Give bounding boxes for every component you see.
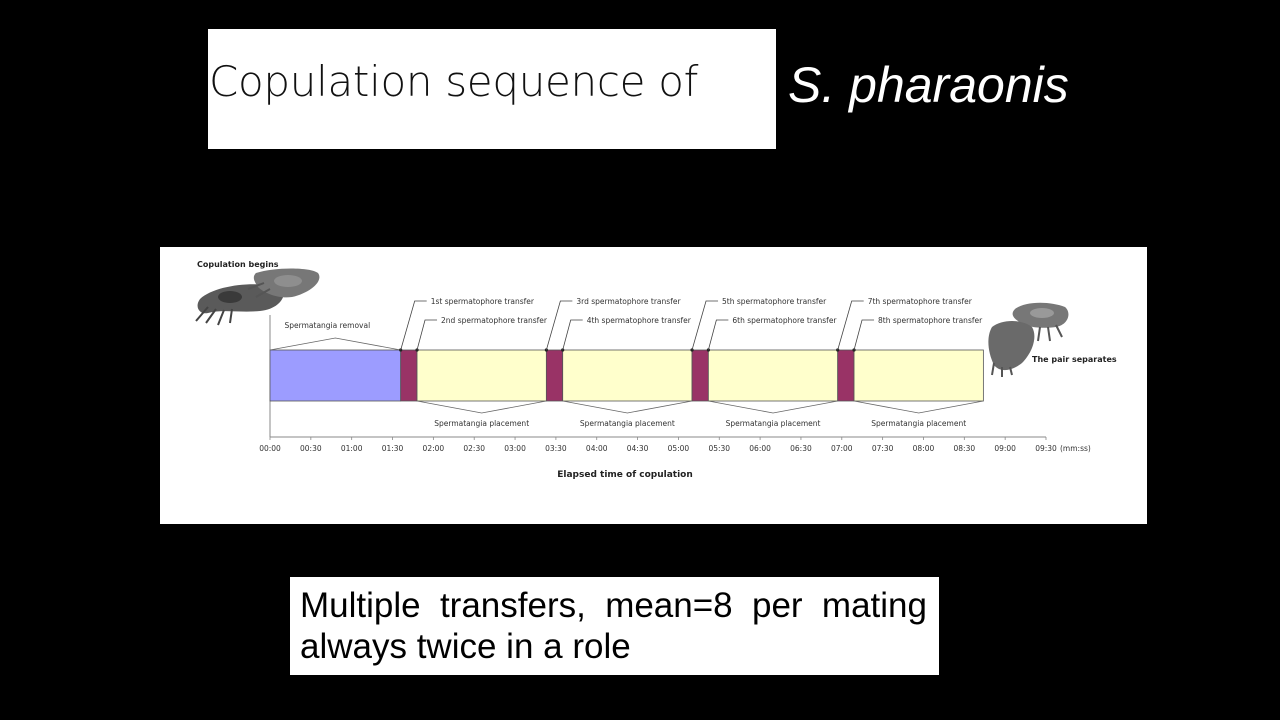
placement-segment-4 [562,349,693,402]
transfer-leader-5 [691,300,719,351]
transfer-segment-3 [545,349,564,402]
note-box: Multiple transfers, mean=8 per mating al… [290,577,939,675]
x-tick-label-13: 06:30 [790,444,812,453]
placement-bracket-1 [562,400,693,414]
x-tick-label-2: 01:00 [341,444,363,453]
axis-unit-label: (mm:ss) [1060,444,1091,453]
ticks-layer: 00:00 00:30 01:00 01:30 02:00 02:30 03:00 03:30… [259,437,1057,453]
transfers-layer: 1st spermatophore transfer 2nd spermatoph… [399,297,983,352]
note-line-1: Multiple transfers, mean=8 per mating [300,586,927,625]
pair-separates-label: The pair separates [1032,355,1117,364]
removal-label: Spermatangia removal [285,321,371,330]
copulation-begins-label: Copulation begins [197,260,279,269]
x-tick-label-16: 08:00 [913,444,935,453]
transfer-leader-1 [400,300,427,351]
transfer-leader-7 [837,300,864,351]
transfer-leader-8 [853,319,875,351]
removal-segment-0 [269,349,402,402]
x-tick-label-0: 00:00 [259,444,281,453]
placement-label-3: Spermatangia placement [871,419,966,428]
transfer-label-7: 7th spermatophore transfer [868,297,973,306]
placement-label-0: Spermatangia placement [434,419,529,428]
x-tick-label-18: 09:00 [994,444,1016,453]
transfer-segment-7 [837,349,855,402]
note-line-2: always twice in a role [300,627,631,666]
transfer-marker-3 [544,348,548,352]
transfer-label-6: 6th spermatophore transfer [732,316,837,325]
x-tick-label-14: 07:00 [831,444,853,453]
x-tick-label-19: 09:30 [1035,444,1057,453]
transfer-label-8: 8th spermatophore transfer [878,316,983,325]
placement-segment-6 [707,349,839,402]
x-tick-label-4: 02:00 [423,444,445,453]
copulation-timeline-figure: Copulation begins The pair separates Spe… [160,247,1147,524]
transfer-label-4: 4th spermatophore transfer [587,316,692,325]
transfer-segment-5 [691,349,709,402]
cuttlefish-pair-begin-image [195,268,320,326]
transfer-leader-4 [562,319,583,351]
timeline-svg: Copulation begins The pair separates Spe… [195,260,1117,480]
x-tick-label-7: 03:30 [545,444,567,453]
slide-title: Copulation sequence of [209,57,699,106]
x-tick-label-1: 00:30 [300,444,322,453]
placement-segment-2 [416,349,547,402]
x-tick-label-6: 03:00 [504,444,526,453]
x-tick-label-17: 08:30 [954,444,976,453]
x-tick-label-11: 05:30 [708,444,730,453]
x-tick-label-15: 07:30 [872,444,894,453]
removal-bracket [269,337,401,351]
title-box [208,29,776,149]
cuttlefish-pair-separates-image [988,302,1069,377]
x-tick-label-8: 04:00 [586,444,608,453]
transfer-label-3: 3rd spermatophore transfer [576,297,681,306]
placement-label-1: Spermatangia placement [580,419,675,428]
transfer-label-5: 5th spermatophore transfer [722,297,827,306]
transfer-label-2: 2nd spermatophore transfer [441,316,548,325]
transfer-segment-1 [400,349,418,402]
x-tick-label-10: 05:00 [668,444,690,453]
x-tick-label-5: 02:30 [463,444,485,453]
placement-segment-8 [853,349,984,402]
transfer-leader-6 [707,319,729,351]
placement-bracket-2 [708,400,838,414]
transfer-label-1: 1st spermatophore transfer [431,297,535,306]
x-tick-label-3: 01:30 [382,444,404,453]
placement-label-2: Spermatangia placement [726,419,821,428]
x-tick-label-9: 04:30 [627,444,649,453]
segments-layer [269,349,984,402]
species-name: S. pharaonis [788,57,1069,113]
x-axis-title: Elapsed time of copulation [557,470,693,480]
x-tick-label-12: 06:00 [749,444,771,453]
placement-bracket-0 [416,400,547,414]
transfer-leader-3 [545,300,573,351]
transfer-leader-2 [416,319,438,351]
placement-bracket-3 [853,400,984,414]
